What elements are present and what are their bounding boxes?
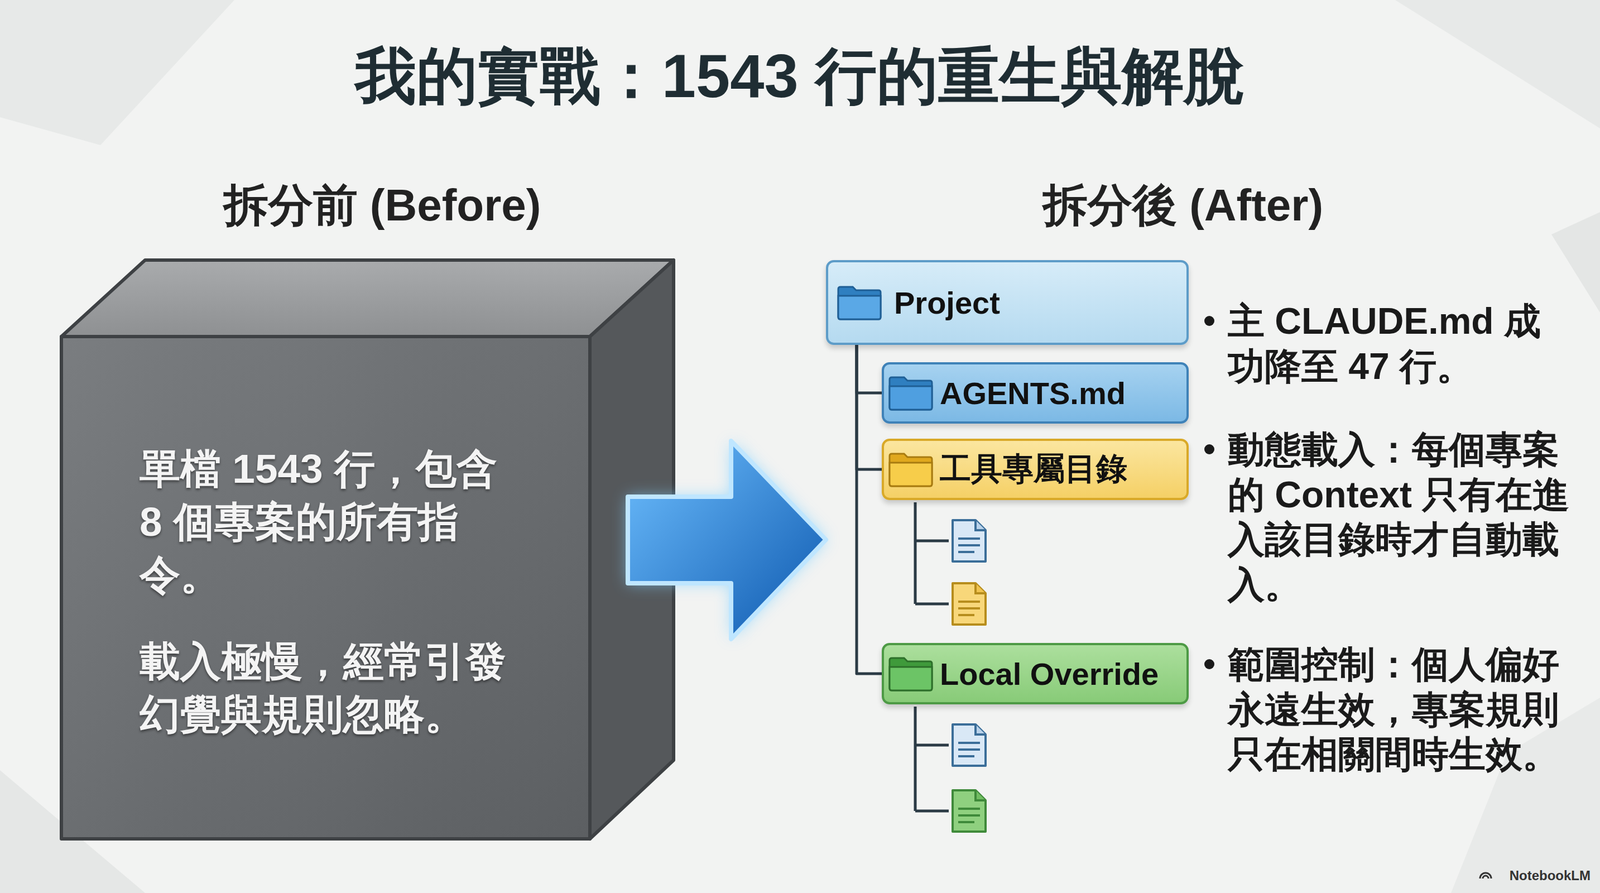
section-heading: 拆分後 (After) [1043,180,1324,230]
document-icon [952,790,986,832]
section-heading-box: 拆分後 (After) [931,177,1435,234]
bullet-text-box: 動態載入：每個專案的 Context 只有在進入該目錄時才自動載入。 [1227,426,1574,607]
node-text: 載入極慢，經常引發幻覺與規則忽略。 [139,635,525,742]
bg-shape [0,0,235,146]
tree-connector [856,344,882,674]
document-icon [952,520,986,562]
bullet-text-box: 主 CLAUDE.md 成功降至 47 行。 [1227,298,1574,389]
title: 我的實戰：1543 行的重生與解脫 [0,39,1600,113]
document-icon [952,583,986,625]
folder-box: AGENTS.md [881,362,1189,424]
section-heading-box: 拆分前 (Before) [131,177,634,234]
document-icon [952,724,986,766]
folder-box: Local Override [881,642,1189,705]
folder-box: Project [825,260,1189,345]
bullet-text: 主 CLAUDE.md 成功降至 47 行。 [1227,300,1541,387]
bullet-text: 範圍控制：個人偏好永遠生效，專案規則只在相關間時生效。 [1227,643,1560,775]
watermark-box: NotebookLM [1428,867,1591,884]
node-text: 工具專屬目錄 [939,448,1128,491]
tree-connector [856,344,882,470]
tree-connector [856,344,882,393]
monolith-box: 單檔 1543 行，包含 8 個專案的所有指令。載入極慢，經常引發幻覺與規則忽略… [61,336,590,839]
node-text: 單檔 1543 行，包含 8 個專案的所有指令。 [139,442,525,602]
node-text: Local Override [939,655,1159,693]
watermark: NotebookLM [1509,867,1591,883]
folder-box: 工具專屬目錄 [881,438,1189,501]
node-text: Project [894,284,1001,321]
logo-mark [1480,872,1492,879]
transform-arrow [627,440,826,639]
node-text: AGENTS.md [939,375,1126,412]
bg-shape [1551,212,1600,313]
monolith-cube [61,260,674,839]
bullet-text: 動態載入：每個專案的 Context 只有在進入該目錄時才自動載入。 [1227,428,1570,605]
section-heading: 拆分前 (Before) [223,180,542,230]
bullet-text-box: 範圍控制：個人偏好永遠生效，專案規則只在相關間時生效。 [1227,641,1574,777]
bg-shape [1395,0,1600,129]
